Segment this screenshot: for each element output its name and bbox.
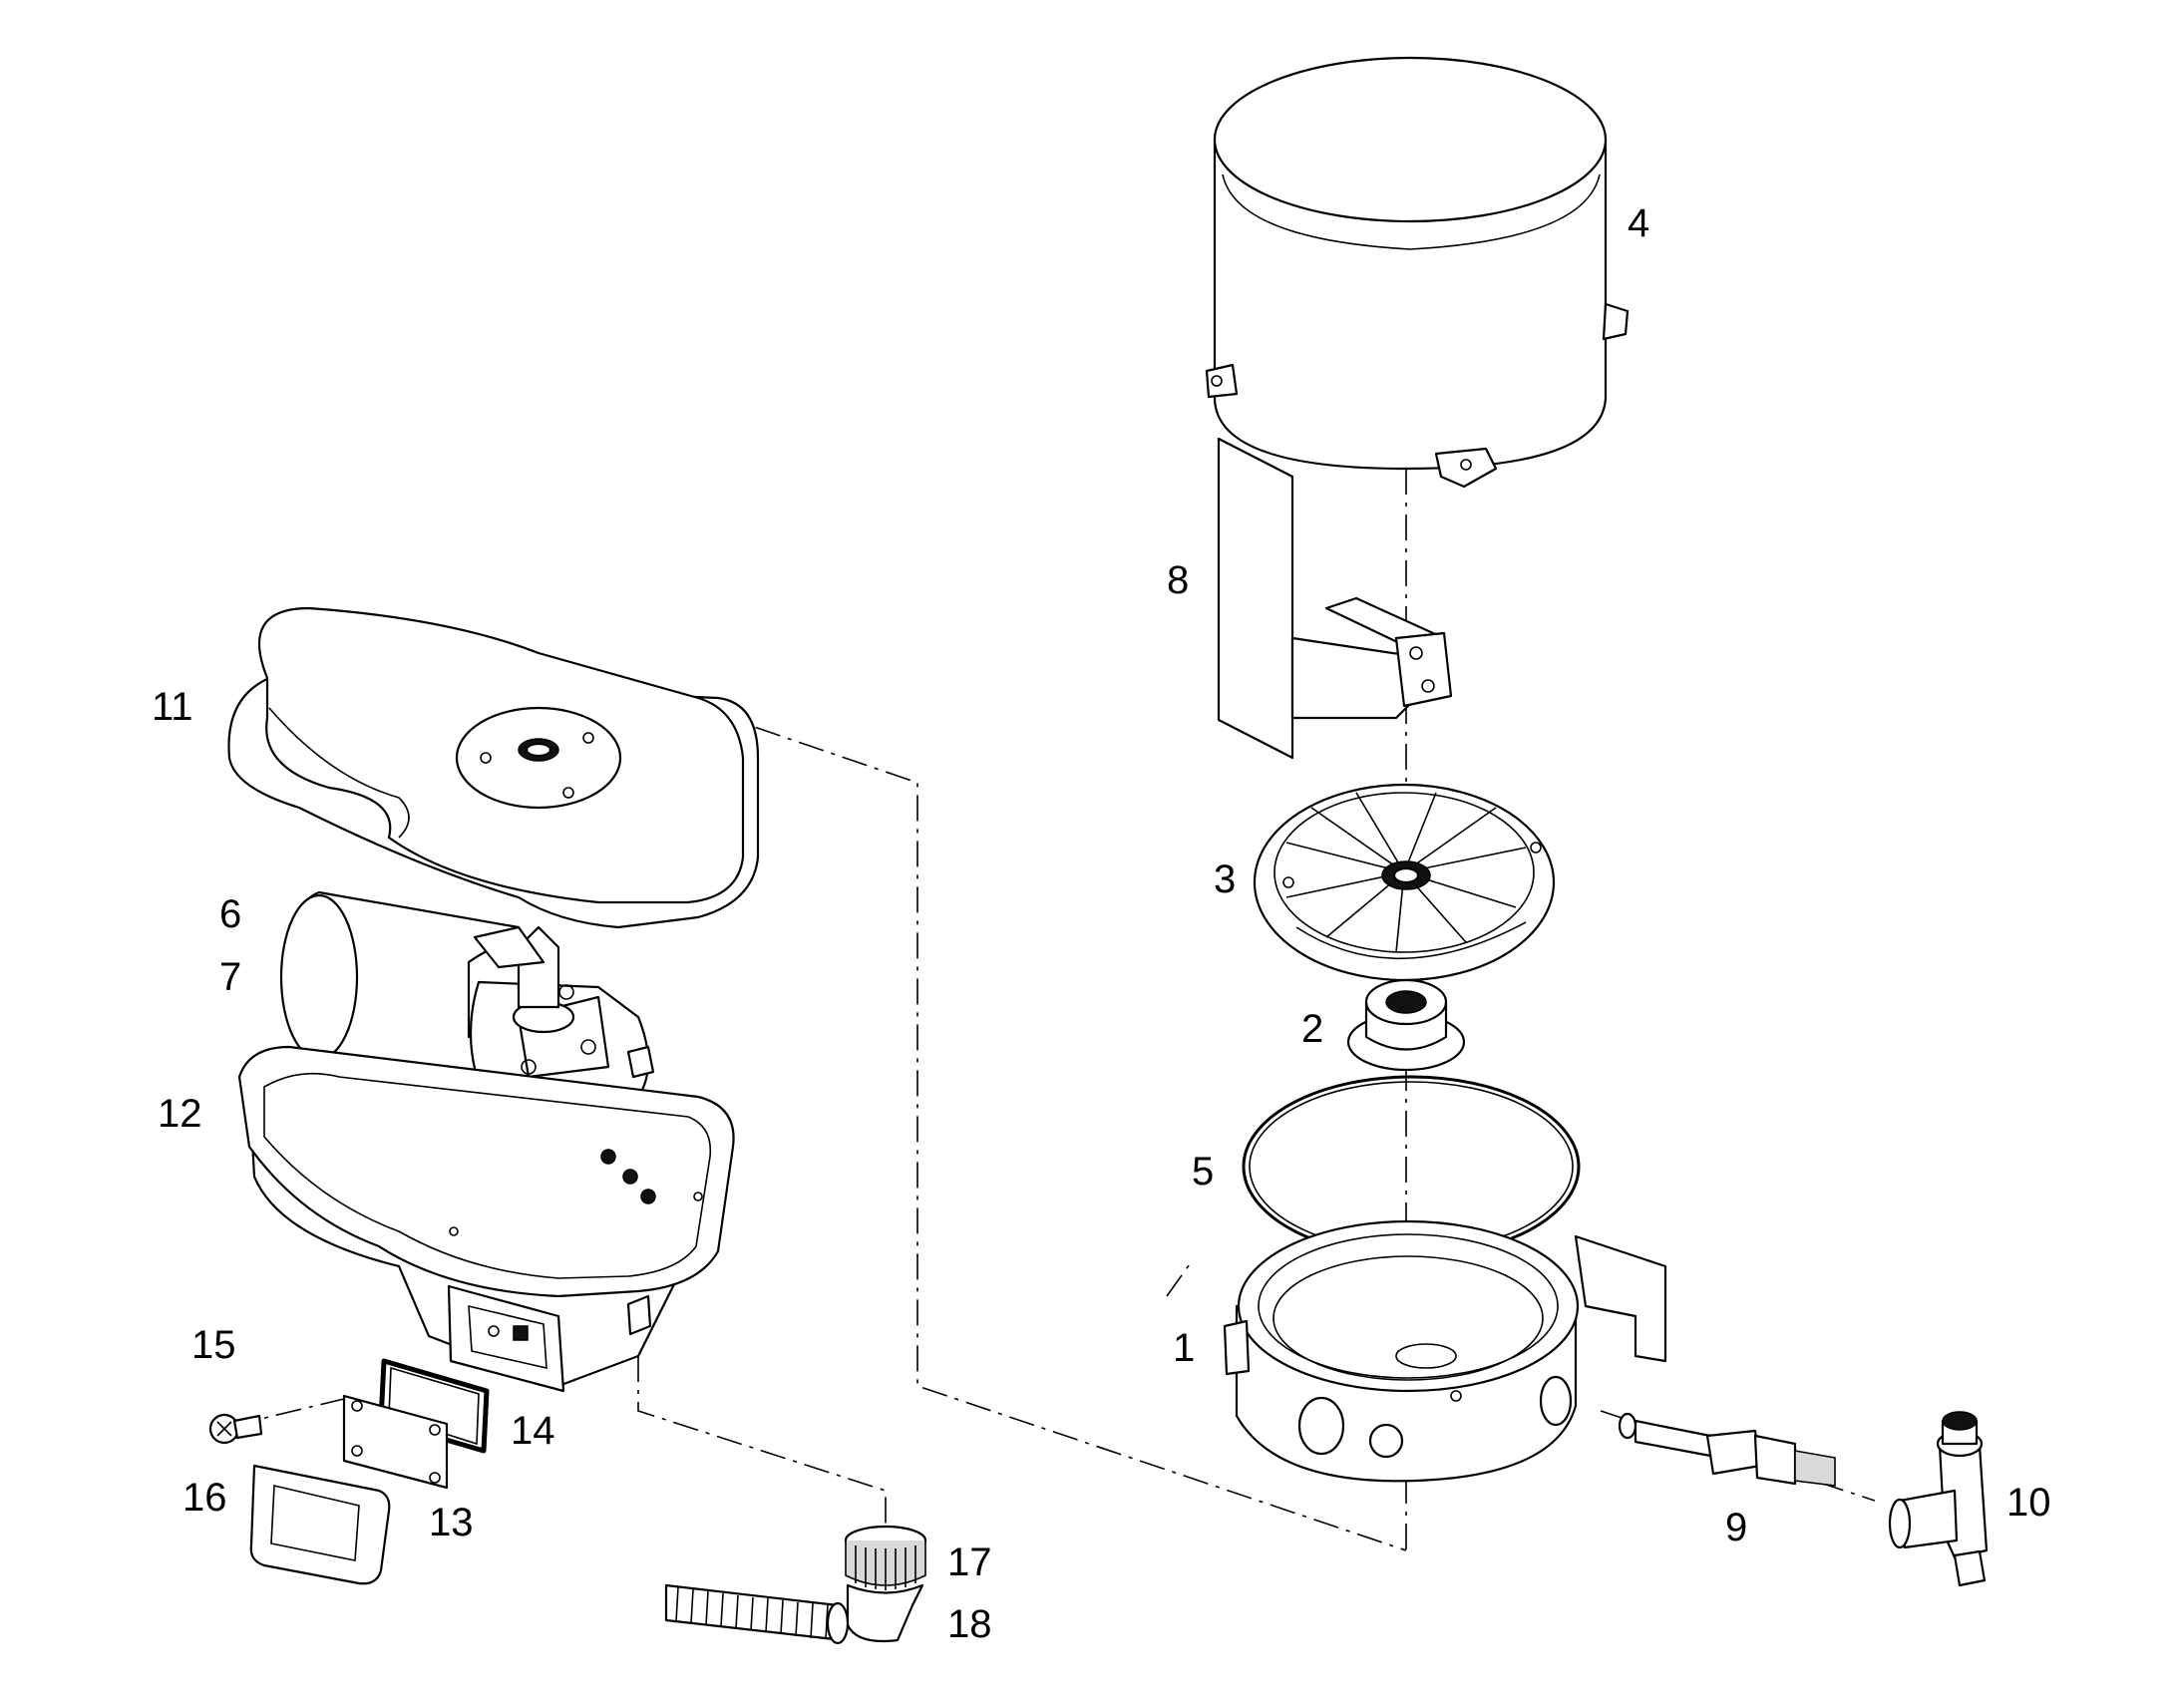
label-part-11: 11 xyxy=(152,685,193,729)
label-part-18: 18 xyxy=(947,1602,992,1646)
label-part-8: 8 xyxy=(1167,558,1189,602)
part-16-seal-frame xyxy=(249,1464,391,1585)
label-part-12: 12 xyxy=(158,1092,202,1136)
part-labels: 1 1 2 3 4 5 6 7 8 9 10 11 12 13 14 15 16… xyxy=(152,201,2051,1646)
part-9-pump-element xyxy=(1618,1412,1836,1487)
label-part-3: 3 xyxy=(1214,857,1236,901)
label-part-16: 16 xyxy=(182,1476,227,1520)
part-12-base-housing xyxy=(237,1045,735,1393)
part-10-safety-valve xyxy=(1888,1411,1989,1587)
label-part-15: 15 xyxy=(191,1323,236,1367)
label-part-13: 13 xyxy=(429,1501,474,1544)
part-17-cable-gland xyxy=(844,1525,927,1643)
part-4-reservoir xyxy=(1205,56,1630,489)
label-part-5: 5 xyxy=(1192,1150,1214,1194)
part-18-conduit-hose xyxy=(664,1583,850,1645)
label-part-9: 9 xyxy=(1725,1506,1747,1549)
label-part-4: 4 xyxy=(1628,201,1649,245)
label-part-7: 7 xyxy=(219,955,241,999)
label-part-2: 2 xyxy=(1301,1007,1323,1051)
label-part-17: 17 xyxy=(947,1540,992,1584)
part-1-pump-housing xyxy=(1223,1219,1667,1483)
label-part-6: 6 xyxy=(219,892,241,936)
label-part-1: 1 xyxy=(1173,1326,1195,1370)
part-8-follower-plate xyxy=(1217,437,1453,760)
part-11-top-cover xyxy=(227,606,760,929)
part-2-bearing xyxy=(1346,978,1466,1072)
label-part-10: 10 xyxy=(2006,1481,2051,1525)
label-part-14: 14 xyxy=(511,1409,555,1453)
part-15-screw xyxy=(208,1413,263,1445)
part-13-cover-plate xyxy=(342,1394,449,1490)
part-3-stirring-paddle xyxy=(1253,783,1556,982)
